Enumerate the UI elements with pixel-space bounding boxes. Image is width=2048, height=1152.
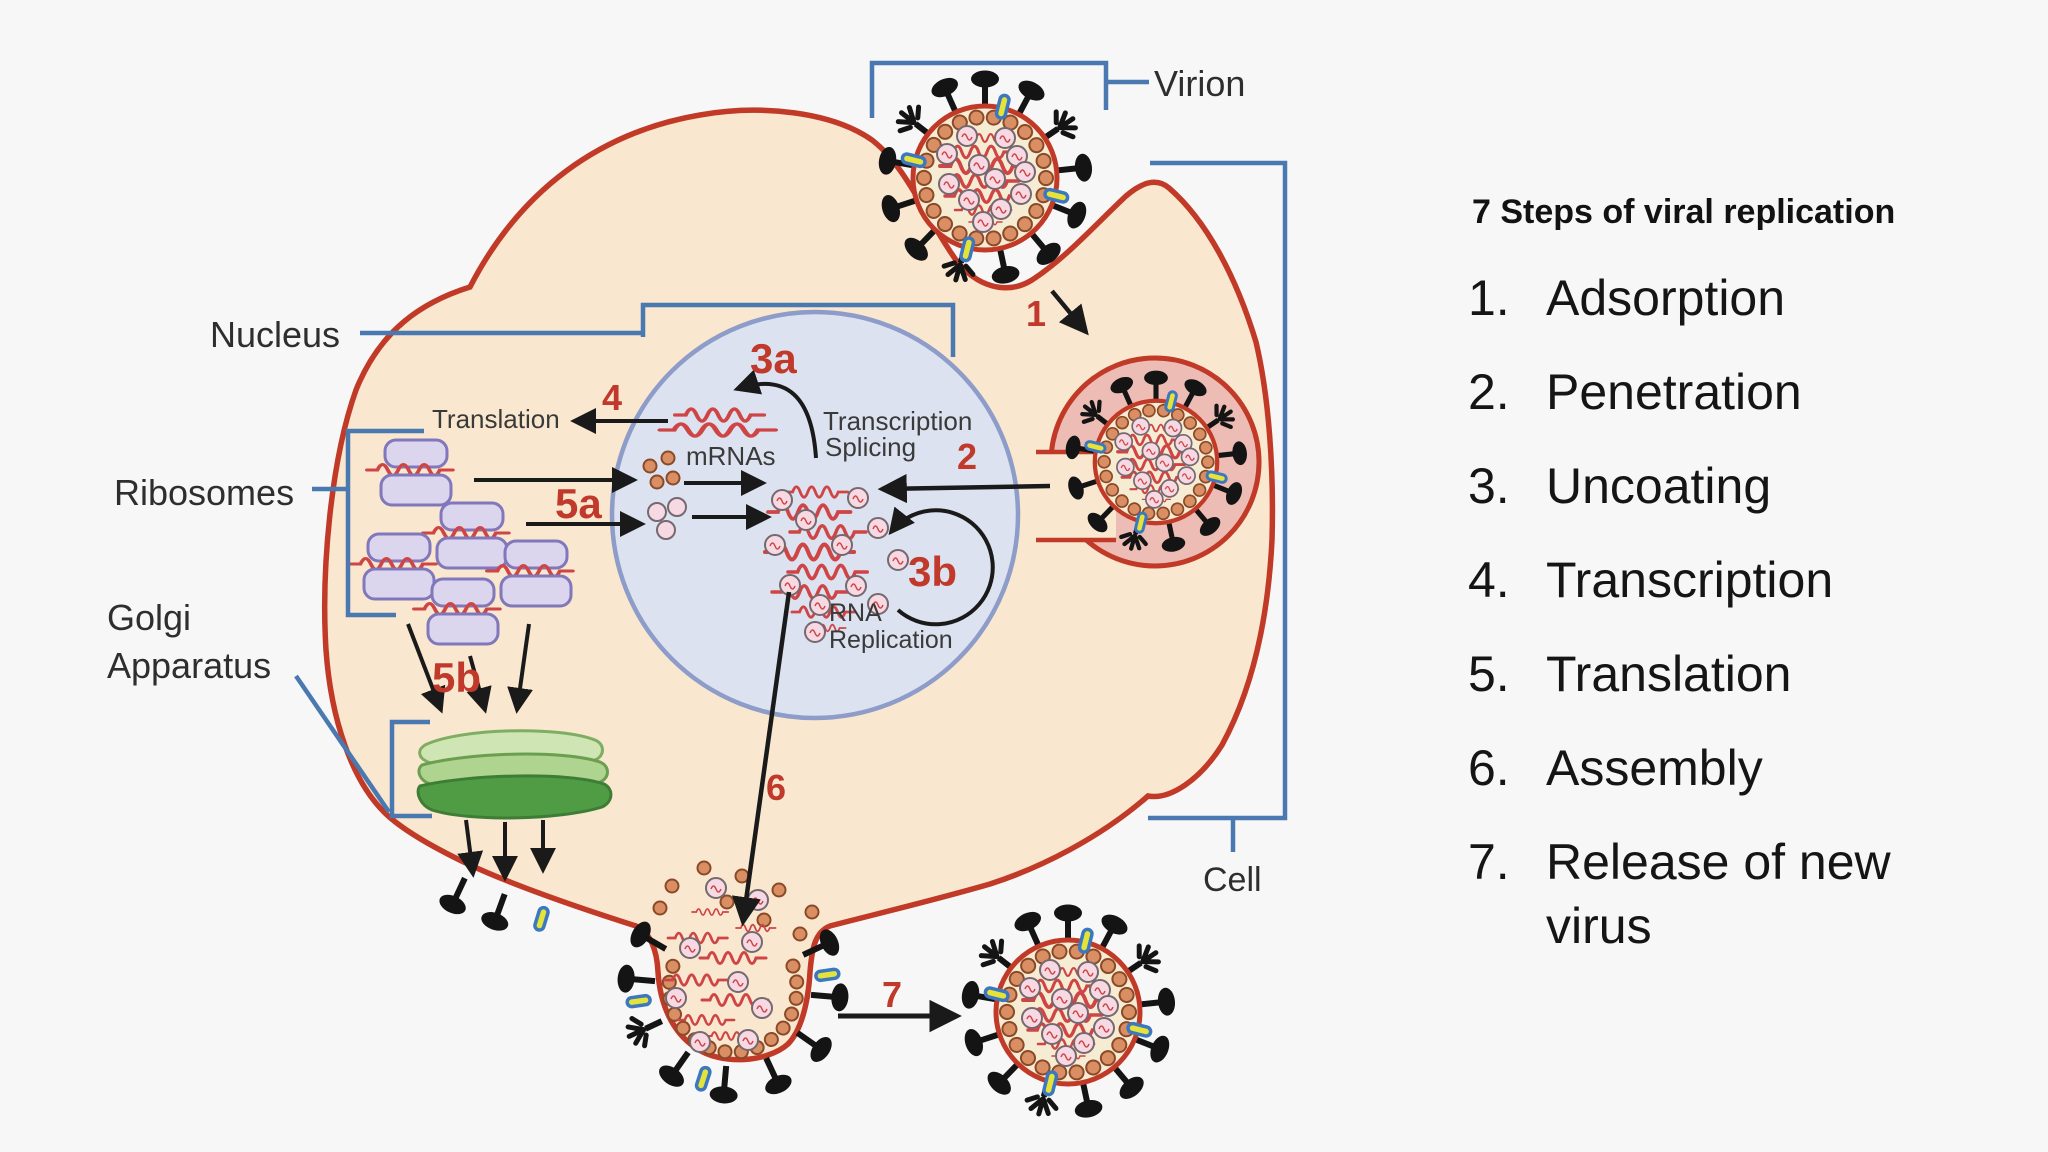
golgi-label-line2: Apparatus bbox=[107, 645, 271, 686]
step-5a-marker: 5a bbox=[555, 480, 602, 527]
step-item-5: 5. Translation bbox=[1468, 642, 2028, 706]
step-3a-marker: 3a bbox=[750, 335, 797, 382]
step-item-3: 3. Uncoating bbox=[1468, 454, 2028, 518]
step-label: Translation bbox=[1546, 646, 1792, 702]
step-1-marker: 1 bbox=[1026, 293, 1046, 334]
step-label: Adsorption bbox=[1546, 270, 1786, 326]
step-number: 2. bbox=[1468, 364, 1510, 420]
label-brackets bbox=[294, 60, 1288, 852]
step-label: Transcription bbox=[1546, 552, 1834, 608]
step-label: Assembly bbox=[1546, 740, 1763, 796]
step-6-marker: 6 bbox=[766, 767, 786, 808]
step-item-1: 1. Adsorption bbox=[1468, 266, 2028, 330]
step-5b-marker: 5b bbox=[432, 654, 481, 701]
cell-label: Cell bbox=[1203, 861, 1262, 899]
virion-released bbox=[960, 905, 1177, 1121]
translation-label: Translation bbox=[432, 404, 560, 434]
steps-panel: 7 Steps of viral replication 1. Adsorpti… bbox=[1468, 193, 2028, 988]
nucleus-label: Nucleus bbox=[210, 314, 340, 355]
virion-adsorbing bbox=[877, 71, 1094, 287]
golgi-apparatus bbox=[416, 729, 613, 820]
panel-heading: 7 Steps of viral replication bbox=[1472, 193, 1896, 231]
nucleus-contents bbox=[642, 409, 909, 643]
step-label: Release of new virus bbox=[1546, 834, 1891, 954]
step-number: 6. bbox=[1468, 740, 1510, 796]
step-item-2: 2. Penetration bbox=[1468, 360, 2028, 424]
step-number: 7. bbox=[1468, 834, 1510, 890]
step-label: Uncoating bbox=[1546, 458, 1772, 514]
capsid-proteins bbox=[642, 450, 687, 540]
step-item-7: 7. Release of new virus bbox=[1468, 830, 2028, 958]
step-3b-marker: 3b bbox=[908, 548, 957, 595]
step-4-marker: 4 bbox=[602, 377, 622, 418]
step-2-marker: 2 bbox=[957, 436, 977, 477]
step-item-4: 4. Transcription bbox=[1468, 548, 2028, 612]
replication-label: Replication bbox=[829, 626, 953, 654]
step-7-marker: 7 bbox=[882, 974, 902, 1015]
splicing-label: Splicing bbox=[825, 432, 916, 462]
endosome bbox=[1036, 355, 1262, 569]
step-number: 3. bbox=[1468, 458, 1510, 514]
step-item-6: 6. Assembly bbox=[1468, 736, 2028, 800]
step-arrows bbox=[406, 289, 1089, 1033]
step-number: 5. bbox=[1468, 646, 1510, 702]
rna-label: RNA bbox=[829, 599, 882, 627]
transcription-label: Transcription bbox=[823, 406, 972, 436]
step-number: 4. bbox=[1468, 552, 1510, 608]
budding-virion bbox=[616, 918, 849, 1104]
ribosomes-label: Ribosomes bbox=[114, 472, 294, 513]
step-number: 1. bbox=[1468, 270, 1510, 326]
golgi-label-line1: Golgi bbox=[107, 597, 191, 638]
step-label: Penetration bbox=[1546, 364, 1802, 420]
virion-label: Virion bbox=[1154, 63, 1245, 104]
mrnas-label: mRNAs bbox=[686, 441, 776, 471]
